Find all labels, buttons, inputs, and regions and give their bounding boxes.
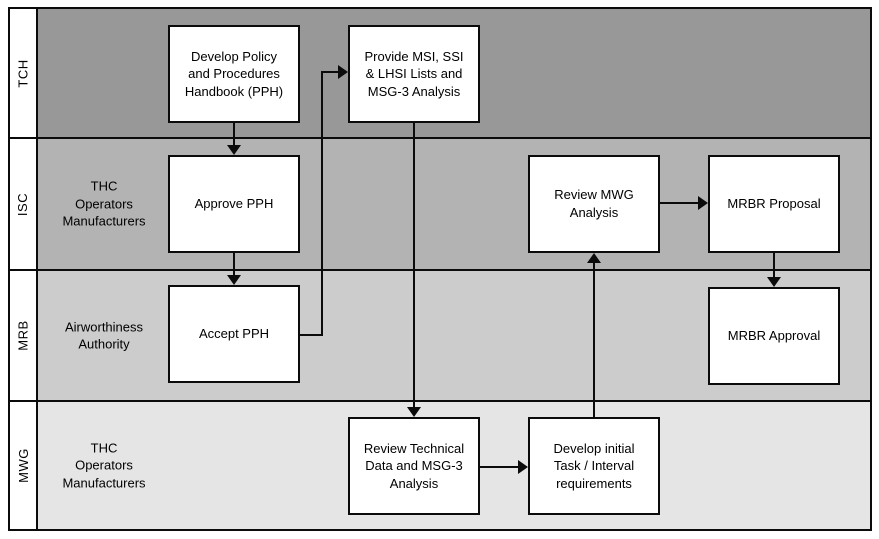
arrowhead-right-icon [518,460,528,474]
arrowhead-down-icon [767,277,781,287]
arrow-develop-pph-to-approve-pph [233,123,235,147]
arrowhead-up-icon [587,253,601,263]
lane-actor-mwg: THC Operators Manufacturers [62,440,146,491]
lane-label-cell-mrb: MRB [10,271,38,400]
process-box-review-mwg-analysis: Review MWG Analysis [528,155,660,253]
process-box-develop-pph: Develop Policy and Procedures Handbook (… [168,25,300,123]
process-box-review-technical-data: Review Technical Data and MSG-3 Analysis [348,417,480,515]
arrowhead-down-icon [227,275,241,285]
process-box-accept-pph: Accept PPH [168,285,300,383]
arrow-develop-initial-to-review-mwg [593,261,595,417]
lane-actor-isc: THC Operators Manufacturers [62,178,146,229]
lane-label-cell-mwg: MWG [10,402,38,529]
process-box-approve-pph: Approve PPH [168,155,300,253]
lane-label-tch: TCH [15,58,31,88]
arrowhead-down-icon [227,145,241,155]
arrow-mrbr-proposal-to-mrbr-approval [773,253,775,279]
arrowhead-down-icon [407,407,421,417]
process-box-mrbr-approval: MRBR Approval [708,287,840,385]
arrow-accept-pph-to-provide-msi-seg3 [323,71,339,73]
arrow-review-mwg-to-mrbr-proposal [660,202,700,204]
lane-label-mrb: MRB [15,320,31,351]
process-box-develop-initial-tasks: Develop initial Task / Interval requirem… [528,417,660,515]
arrow-provide-msi-to-review-technical [413,123,415,408]
process-box-provide-msi: Provide MSI, SSI & LHSI Lists and MSG-3 … [348,25,480,123]
process-box-mrbr-proposal: MRBR Proposal [708,155,840,253]
arrowhead-right-icon [338,65,348,79]
lane-label-mwg: MWG [15,448,31,483]
arrowhead-right-icon [698,196,708,210]
arrow-review-technical-to-develop-initial [480,466,520,468]
lane-label-cell-tch: TCH [10,9,38,137]
arrow-accept-pph-to-provide-msi-seg1 [300,334,323,336]
lane-actor-mrb: Airworthiness Authority [64,318,144,352]
arrow-accept-pph-to-provide-msi-seg2 [321,71,323,336]
lane-label-cell-isc: ISC [10,139,38,269]
arrow-approve-pph-to-accept-pph [233,253,235,277]
lane-label-isc: ISC [15,192,31,216]
